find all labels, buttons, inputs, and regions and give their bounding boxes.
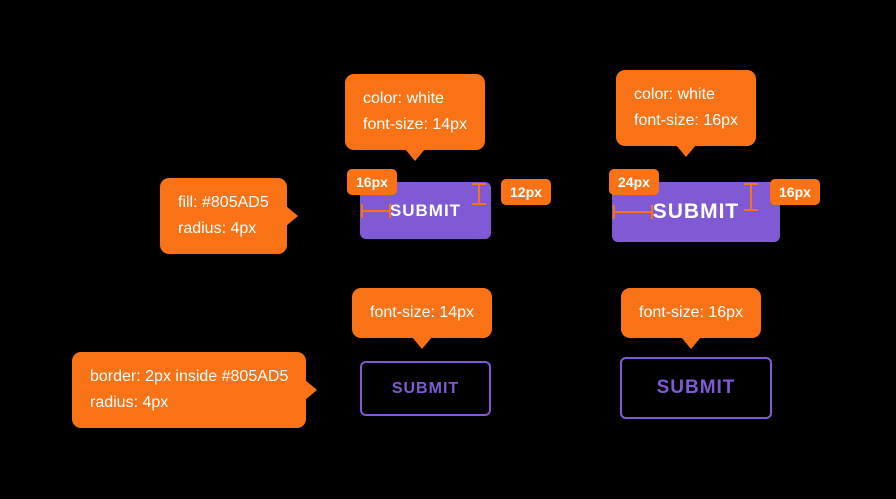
filled-small-left-padding-measure — [361, 204, 391, 218]
submit-button-outline-large[interactable]: SUBMIT — [620, 357, 772, 419]
callout-fill-spec: fill: #805AD5 radius: 4px — [160, 178, 298, 254]
callout-line: radius: 4px — [90, 394, 169, 411]
callout-line: color: white — [363, 90, 444, 107]
callout-arrow-down-icon — [405, 149, 426, 161]
callout-arrow-down-icon — [681, 337, 702, 349]
callout-outline-small-text-spec: font-size: 14px — [352, 288, 493, 349]
callout-arrow-right-icon — [285, 206, 298, 226]
filled-large-left-padding-measure — [613, 205, 653, 219]
callout-arrow-down-icon — [676, 145, 697, 157]
padding-value-badge: 16px — [347, 169, 397, 195]
padding-value-badge: 24px — [609, 169, 659, 195]
callout-line: font-size: 16px — [639, 304, 744, 321]
callout-line: font-size: 14px — [370, 304, 475, 321]
callout-line: fill: #805AD5 — [178, 194, 269, 211]
submit-button-outline-small[interactable]: SUBMIT — [360, 361, 491, 416]
filled-small-top-padding-measure — [472, 183, 486, 205]
callout-line: font-size: 16px — [634, 112, 739, 129]
callout-line: border: 2px inside #805AD5 — [90, 368, 289, 385]
callout-line: radius: 4px — [178, 220, 257, 237]
callout-border-spec: border: 2px inside #805AD5 radius: 4px — [72, 352, 318, 428]
callout-filled-large-text-spec: color: white font-size: 16px — [616, 70, 757, 157]
callout-line: font-size: 14px — [363, 116, 468, 133]
callout-line: color: white — [634, 86, 715, 103]
callout-filled-small-text-spec: color: white font-size: 14px — [345, 74, 486, 161]
submit-button-label: SUBMIT — [389, 200, 462, 220]
submit-button-label: SUBMIT — [391, 379, 460, 397]
callout-arrow-down-icon — [412, 337, 433, 349]
padding-value-badge: 16px — [770, 179, 820, 205]
filled-large-top-padding-measure — [744, 183, 758, 211]
padding-value-badge: 12px — [501, 179, 551, 205]
callout-arrow-right-icon — [305, 380, 318, 400]
callout-outline-large-text-spec: font-size: 16px — [621, 288, 762, 349]
submit-button-label: SUBMIT — [652, 200, 740, 223]
submit-button-label: SUBMIT — [656, 377, 736, 398]
